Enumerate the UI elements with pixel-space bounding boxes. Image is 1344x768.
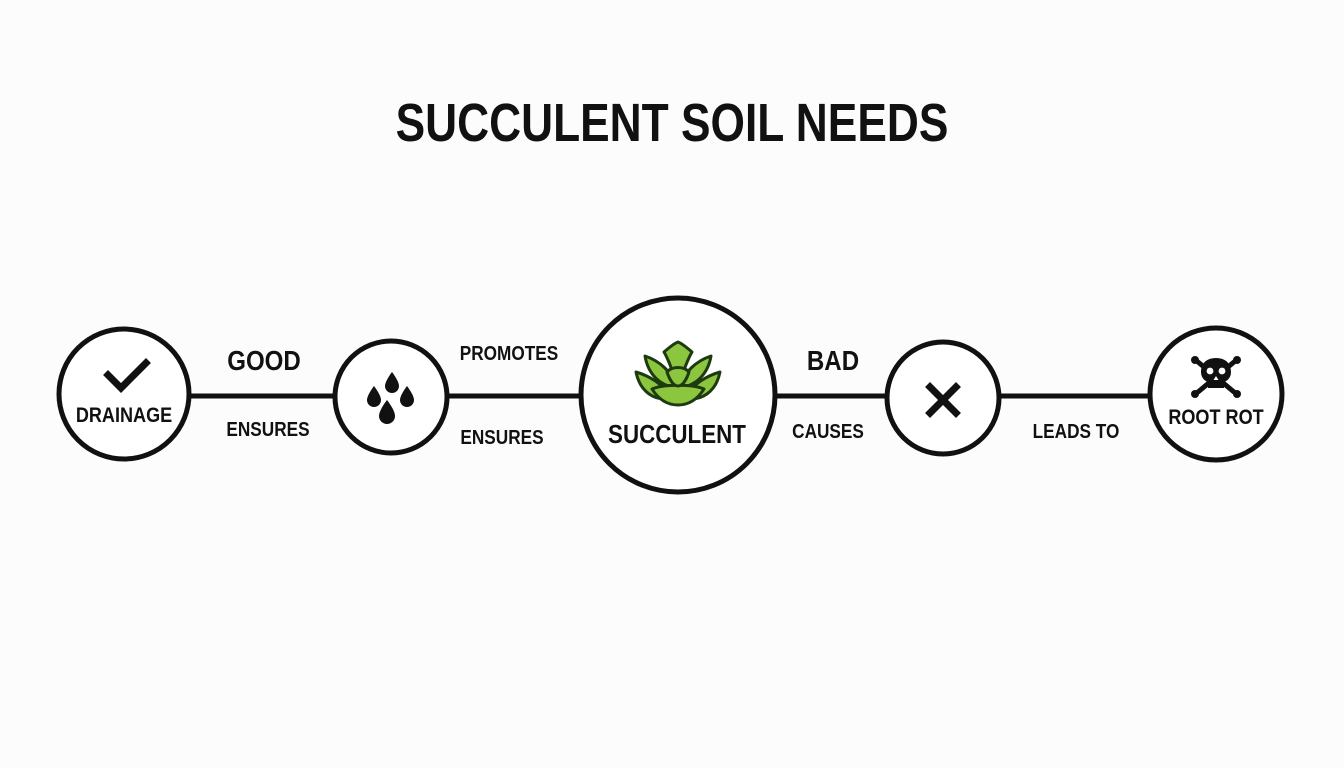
edge-label-ensures-2: ENSURES: [460, 427, 544, 449]
node-rootrot-label: ROOT ROT: [1168, 406, 1264, 429]
node-drainage-label: DRAINAGE: [75, 404, 173, 427]
skull-crossbones-icon: [1191, 356, 1241, 398]
edge-label-promotes: PROMOTES: [459, 343, 559, 365]
water-drops-icon: [367, 372, 414, 424]
edge-label-good: GOOD: [227, 345, 301, 376]
diagram-title: SUCCULENT SOIL NEEDS: [395, 93, 949, 153]
edge-label-bad: BAD: [806, 345, 860, 376]
edge-label-causes: CAUSES: [792, 421, 864, 443]
edge-label-ensures-1: ENSURES: [226, 419, 310, 441]
checkmark-icon: [103, 358, 151, 393]
succulent-plant-icon: [634, 340, 722, 407]
node-water-circle: [332, 338, 450, 456]
node-succulent-label: SUCCULENT: [608, 419, 746, 449]
edge-label-leads-to: LEADS TO: [1032, 421, 1120, 443]
x-mark-icon: [925, 382, 961, 418]
node-rootrot-circle: [1147, 325, 1285, 463]
node-drainage-circle: [56, 326, 192, 462]
